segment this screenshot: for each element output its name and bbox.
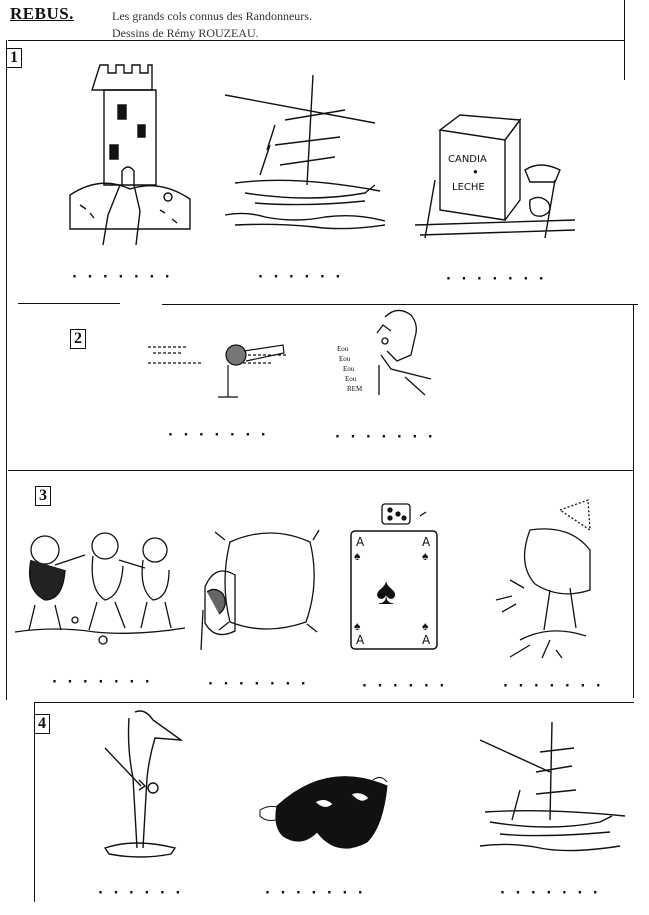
dice-icon (380, 500, 430, 530)
answer-dots-4-b[interactable]: · · · · · · · (265, 886, 366, 901)
svg-text:♠: ♠ (376, 571, 396, 613)
black-mask-icon (255, 762, 390, 862)
section-number-4: 4 (34, 714, 50, 734)
svg-text:♠: ♠ (422, 549, 429, 563)
svg-text:Eou: Eou (337, 345, 349, 353)
divider-1-right (162, 304, 638, 305)
top-border (8, 40, 625, 41)
left-border (6, 40, 7, 700)
cushion-icon (195, 512, 325, 652)
section-4-left-border (34, 702, 35, 902)
moon-telescope-icon (148, 335, 293, 405)
castle-icon (60, 55, 200, 245)
answer-dots-4-c[interactable]: · · · · · · · (500, 886, 601, 901)
answer-dots-1-a[interactable]: · · · · · · · (72, 270, 173, 285)
sailboat-icon (225, 75, 390, 245)
svg-text:LECHE: LECHE (452, 182, 485, 193)
section-number-3: 3 (35, 486, 51, 506)
svg-text:A: A (356, 633, 365, 647)
ace-of-spades-icon: A A ♠ ♠ ♠ ♠ ♠ A A (350, 530, 440, 652)
svg-text:CANDIA: CANDIA (448, 154, 487, 165)
svg-text:REM: REM (347, 385, 363, 393)
section-2-3-right-border (633, 304, 634, 698)
divider-3 (34, 702, 634, 703)
answer-dots-3-d[interactable]: · · · · · · · (503, 679, 604, 694)
svg-text:♠: ♠ (422, 619, 429, 633)
answer-dots-2-a[interactable]: · · · · · · · (168, 428, 269, 443)
svg-text:♠: ♠ (354, 619, 361, 633)
page-title: REBUS. (10, 4, 74, 23)
right-border (624, 0, 625, 80)
answer-dots-3-c[interactable]: · · · · · · (362, 679, 448, 694)
section-number-1: 1 (6, 48, 22, 68)
stick-figure-bird-icon (95, 708, 195, 858)
milk-box-icon: CANDIA ● LECHE (415, 110, 580, 240)
hill-dog-icon (490, 500, 590, 660)
singing-man-icon: Eou Eou Eou Eou REM (337, 305, 445, 405)
svg-text:●: ● (473, 167, 478, 176)
svg-text:A: A (422, 535, 431, 549)
sailboat-small-icon (480, 720, 630, 860)
divider-2 (8, 470, 634, 471)
svg-text:Eou: Eou (345, 375, 357, 383)
subtitle-line-2: Dessins de Rémy ROUZEAU. (112, 26, 259, 40)
answer-dots-3-b[interactable]: · · · · · · · (208, 677, 309, 692)
answer-dots-1-c[interactable]: · · · · · · · (446, 272, 547, 287)
answer-dots-1-b[interactable]: · · · · · · (258, 270, 344, 285)
svg-text:A: A (356, 535, 365, 549)
section-number-2: 2 (70, 329, 86, 349)
svg-text:Eou: Eou (339, 355, 351, 363)
svg-text:♠: ♠ (354, 549, 361, 563)
svg-text:A: A (422, 633, 431, 647)
answer-dots-4-a[interactable]: · · · · · · (98, 886, 184, 901)
svg-text:Eou: Eou (343, 365, 355, 373)
answer-dots-2-b[interactable]: · · · · · · · (335, 430, 436, 445)
divider-1-left (18, 303, 120, 304)
answer-dots-3-a[interactable]: · · · · · · · (52, 675, 153, 690)
subtitle-line-1: Les grands cols connus des Randonneurs. (112, 9, 312, 23)
dancing-ducks-icon (15, 520, 185, 650)
